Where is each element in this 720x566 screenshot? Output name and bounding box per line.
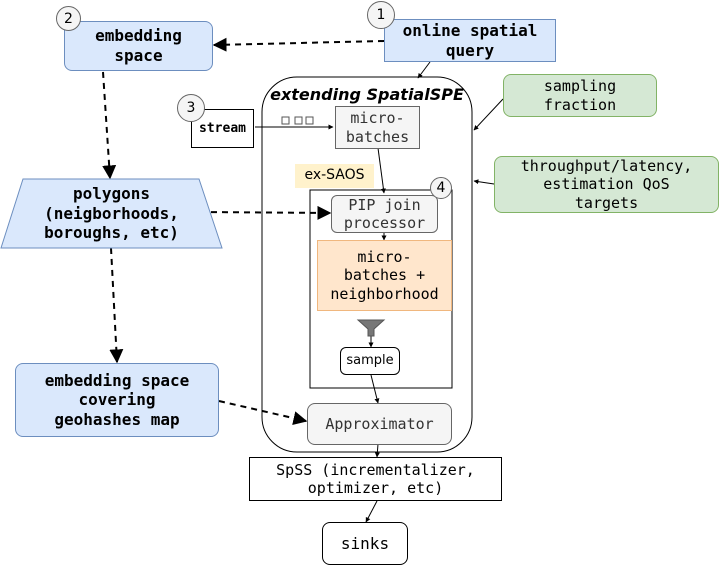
edge-approximator-to-spss bbox=[374, 443, 380, 458]
edge-sample-to-approximator bbox=[370, 374, 380, 404]
filter-funnel-icon bbox=[356, 319, 386, 337]
approximator-node: Approximator bbox=[307, 403, 452, 445]
step-badge-2: 2 bbox=[56, 6, 81, 31]
sample-node: sample bbox=[340, 347, 400, 375]
edge-covering-to-approximator bbox=[218, 400, 308, 425]
edge-query-to-spe bbox=[417, 61, 431, 79]
sampling-fraction-node: sampling fraction bbox=[503, 74, 657, 117]
spss-node: SpSS (incrementalizer, optimizer, etc) bbox=[249, 457, 502, 501]
embedding-space-node: embedding space bbox=[64, 21, 213, 71]
micro-batches-neighborhood-node: micro- batches + neighborhood bbox=[317, 240, 452, 311]
embedding-space-covering-node: embedding space covering geohashes map bbox=[15, 363, 219, 437]
stream-tuple-icon bbox=[281, 116, 290, 125]
stream-node: stream bbox=[191, 109, 254, 148]
edge-query-to-embedding bbox=[212, 37, 385, 52]
stream-tuple-icon bbox=[294, 116, 303, 125]
polygons-node: polygons (neigborhoods, boroughs, etc) bbox=[44, 184, 179, 243]
sinks-node: sinks bbox=[322, 522, 408, 565]
stream-tuple-icon bbox=[305, 116, 314, 125]
spe-title: extending SpatialSPE bbox=[270, 85, 464, 105]
micro-batches-node: micro- batches bbox=[335, 106, 420, 149]
edge-sampling-to-spe bbox=[473, 98, 504, 131]
qos-targets-node: throughput/latency, estimation QoS targe… bbox=[494, 156, 719, 213]
online-spatial-query-node: online spatial query bbox=[384, 19, 556, 62]
edge-microbatches-to-pip bbox=[377, 147, 386, 194]
edge-polygons-to-covering bbox=[109, 247, 124, 364]
polygons-shape bbox=[0, 178, 223, 249]
edge-embedding-to-polygons bbox=[102, 71, 117, 180]
edge-spss-to-sinks bbox=[365, 500, 378, 523]
step-badge-4: 4 bbox=[430, 177, 452, 199]
step-badge-1: 1 bbox=[367, 1, 395, 29]
step-badge-3: 3 bbox=[177, 94, 205, 122]
edge-qos-to-spe bbox=[473, 179, 495, 185]
ex-saos-label: ex-SAOS bbox=[295, 164, 374, 188]
pip-join-processor-node: PIP join processor bbox=[331, 195, 438, 233]
